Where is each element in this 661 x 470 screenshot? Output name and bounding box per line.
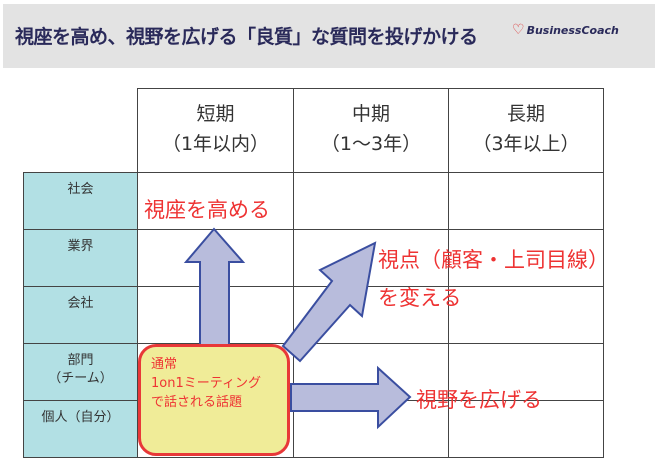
row-label: 社会	[67, 182, 94, 197]
right-arrow-icon	[290, 365, 412, 430]
up-arrow-icon	[183, 227, 246, 346]
col-sublabel: （1年以内）	[161, 133, 270, 155]
row-label: 会社	[67, 296, 94, 311]
col-sublabel: （3年以上）	[472, 133, 580, 155]
box-line: 通常	[151, 357, 178, 372]
row-label: 個人（自分）	[41, 410, 120, 425]
page-title: 視座を高め、視野を広げる「良質」な質問を投げかける	[15, 26, 478, 48]
col-sublabel: （1～3年）	[320, 133, 422, 155]
row-label: 部門	[67, 353, 94, 368]
brand-logo: ♡BusinessCoach	[512, 22, 619, 38]
row-label: 業界	[67, 239, 94, 254]
col-label: 中期	[351, 103, 390, 125]
row-header-industry: 業界	[23, 229, 138, 287]
typical-topics-box: 通常 1on1ミーティング で話される話題	[138, 344, 290, 456]
header-band	[3, 4, 655, 68]
logo-text: BusinessCoach	[526, 24, 619, 37]
row-header-society: 社会	[23, 172, 138, 230]
row-sublabel: （チーム）	[48, 371, 113, 386]
label-broaden-view: 視野を広げる	[416, 388, 542, 412]
box-line: 1on1ミーティング	[151, 376, 261, 391]
row-header-individual: 個人（自分）	[23, 400, 138, 458]
label-raise-perspective: 視座を高める	[144, 198, 270, 222]
col-label: 長期	[506, 103, 545, 125]
diagonal-arrow-icon	[281, 241, 377, 363]
box-line: で話される話題	[151, 395, 243, 410]
col-label: 短期	[196, 103, 235, 125]
label-change-viewpoint-2: を変える	[378, 286, 462, 310]
label-change-viewpoint: 視点（顧客・上司目線）	[378, 248, 609, 272]
row-header-department: 部門 （チーム）	[23, 343, 138, 401]
heart-icon: ♡	[512, 22, 525, 38]
